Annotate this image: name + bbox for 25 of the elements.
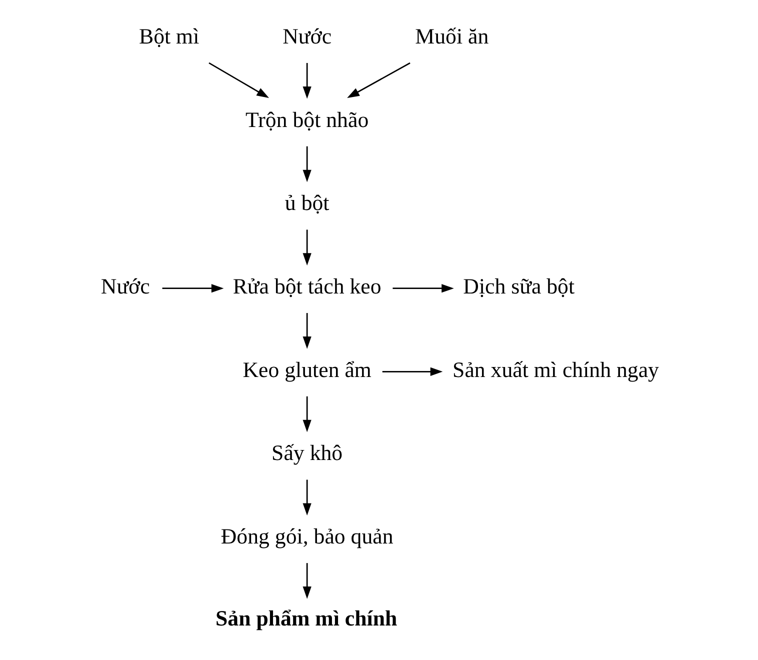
node-text: Sản xuất mì chính ngay: [452, 358, 658, 382]
node-text: Rửa bột tách keo: [232, 274, 381, 299]
node-text: Nước: [282, 24, 332, 48]
node-text: ủ bột: [284, 191, 329, 216]
arrow: [302, 313, 311, 349]
arrow: [302, 62, 311, 99]
arrow: [346, 62, 410, 98]
arrow: [392, 284, 454, 293]
node-text: Bột mì: [138, 24, 199, 48]
arrow: [302, 480, 311, 516]
node-text: Đóng gói, bảo quản: [220, 524, 393, 549]
node-text: Dịch sữa bột: [462, 274, 574, 299]
arrow: [302, 396, 311, 432]
node-text: Trộn bột nhão: [245, 108, 368, 132]
arrow: [382, 367, 442, 376]
arrow: [302, 563, 311, 599]
node-text: Sấy khô: [271, 441, 342, 466]
arrow: [302, 146, 311, 182]
node-text: Sản phẩm mì chính: [215, 606, 397, 631]
arrow: [208, 62, 269, 98]
node-text: Nước: [100, 274, 150, 299]
arrow: [302, 230, 311, 266]
node-text: Muối ăn: [414, 24, 488, 48]
arrow: [162, 284, 224, 293]
node-text: Keo gluten ẩm: [242, 358, 371, 382]
